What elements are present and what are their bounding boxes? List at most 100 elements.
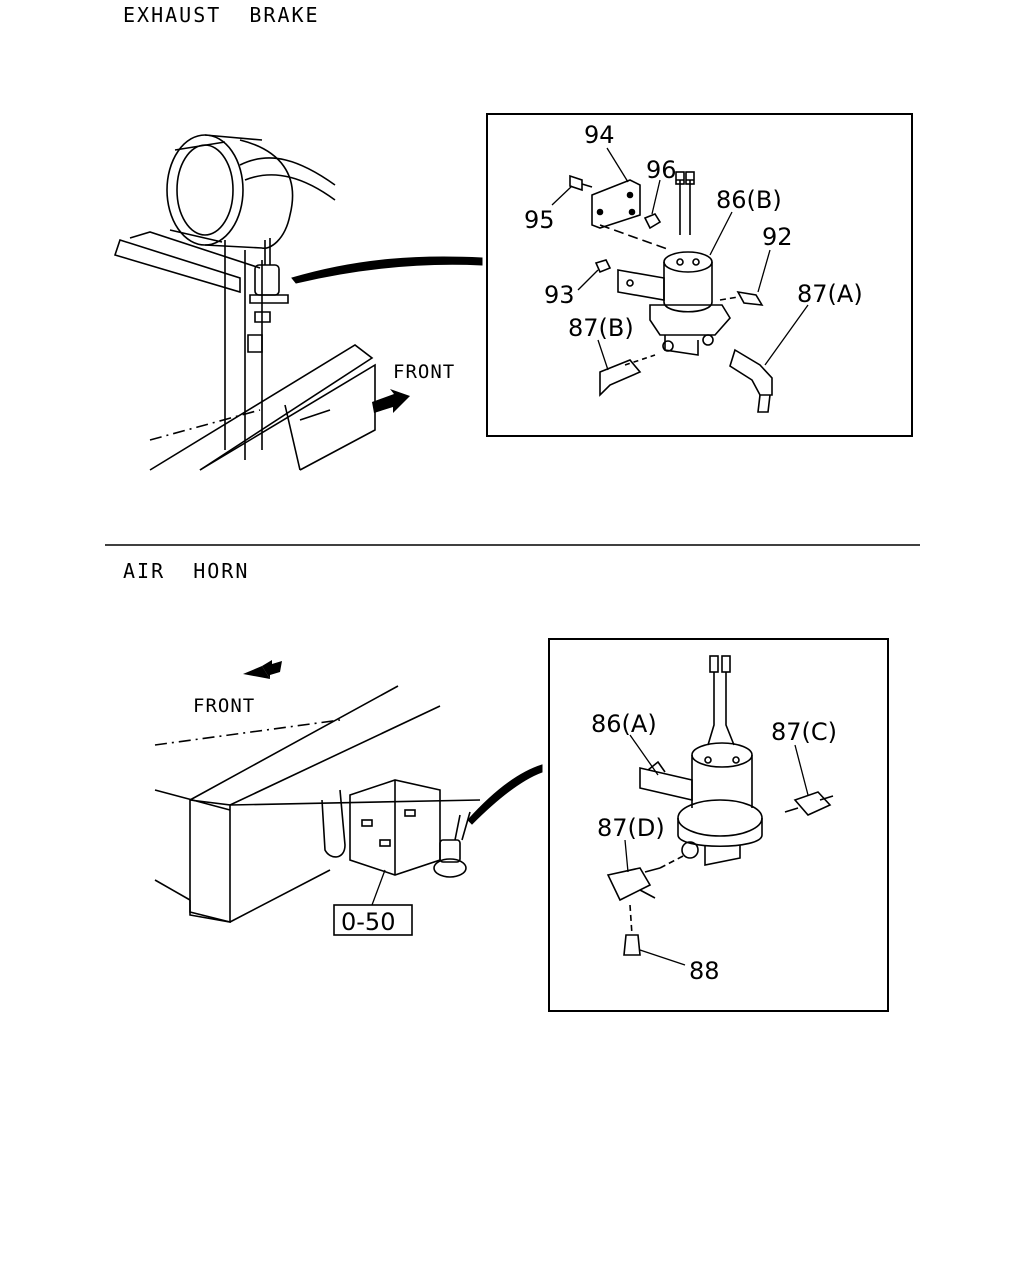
air-horn-callouts: 86(A) 87(C) 87(D) 88	[591, 710, 837, 985]
valve-body-lower	[677, 818, 763, 847]
vertical-bracket	[224, 240, 263, 460]
cross-member	[113, 238, 241, 294]
mount-hole	[626, 279, 634, 287]
bolt-92	[736, 290, 764, 306]
nut-93	[594, 259, 612, 274]
elbow-87b	[599, 359, 642, 397]
valve-port-hole	[662, 340, 674, 352]
front-label-air-horn: FRONT	[193, 695, 255, 717]
bracket-hole	[626, 191, 634, 199]
frame-rail-top	[149, 344, 374, 471]
wire-terminal	[675, 171, 685, 185]
bracket-hole	[596, 208, 604, 216]
callout-87a: 87(A)	[797, 280, 863, 308]
beam-side	[154, 789, 231, 901]
assembly-line	[599, 224, 671, 251]
bolt-95-shank	[581, 183, 593, 188]
pipe-loop	[239, 157, 336, 201]
bracket-slot	[379, 839, 391, 847]
wire-terminal	[685, 171, 695, 185]
front-arrow-exhaust-icon	[372, 389, 410, 413]
tank-body-lines	[204, 134, 263, 249]
reference-label: 0-50	[341, 908, 395, 936]
callout-88: 88	[689, 957, 720, 985]
section-title-air-horn: AIR HORN	[123, 559, 249, 583]
callout-86b: 86(B)	[716, 186, 782, 214]
horn-pipe	[321, 789, 346, 858]
valve-port-hole	[702, 334, 714, 346]
bracket-hole	[628, 208, 636, 216]
tee-87d-barbs	[639, 867, 661, 899]
callout-86a: 86(A)	[591, 710, 657, 738]
beam-bottom	[189, 900, 231, 923]
reference-leader	[371, 869, 386, 906]
exhaust-callout-leaders	[551, 147, 809, 371]
overview-fittings	[247, 311, 271, 353]
valve-port	[664, 335, 699, 356]
valve-base	[649, 304, 731, 336]
tank-end	[166, 134, 244, 246]
plug-88-line	[629, 904, 633, 936]
air-horn-callout-leaders	[624, 734, 809, 966]
bracket-slot	[361, 819, 373, 827]
tee-87c-barbs	[784, 795, 834, 813]
solenoid-terminal	[704, 756, 712, 764]
air-horn-detail	[606, 655, 834, 956]
plug-88	[623, 934, 641, 956]
callout-87b: 87(B)	[568, 314, 634, 342]
callout-94: 94	[584, 121, 615, 149]
tee-87d	[606, 867, 652, 902]
callout-92: 92	[762, 223, 793, 251]
front-indicator-air-horn: FRONT	[193, 660, 282, 717]
horn-valve-small	[439, 839, 461, 863]
beam-end	[189, 799, 231, 923]
tee-87d-line	[659, 854, 686, 869]
exhaust-brake-detail	[569, 171, 773, 413]
tank-inner-ring	[176, 144, 234, 236]
callout-87d: 87(D)	[597, 814, 665, 842]
valve-port-ring	[681, 841, 699, 859]
front-indicator-exhaust: FRONT	[372, 361, 455, 413]
elbow-87a	[729, 348, 773, 396]
detail-leader-exhaust	[291, 256, 483, 284]
bolt-95	[569, 174, 583, 192]
mount-bracket-86a	[639, 766, 693, 802]
nut-96	[643, 213, 662, 230]
solenoid-terminal	[692, 258, 700, 266]
front-arrow-air-horn-icon	[262, 660, 282, 679]
overview-valve-body	[254, 264, 280, 296]
elbow-87a-barb	[757, 394, 771, 413]
callout-96: 96	[646, 156, 677, 184]
beam-top-front	[229, 799, 481, 806]
wire-terminal	[721, 655, 731, 673]
detail-box-air-horn	[548, 638, 889, 1012]
horn-valve-wires-detail	[707, 672, 735, 746]
reference-box	[333, 904, 413, 936]
solenoid-86b-bottom	[663, 301, 713, 313]
horn-valve-base-small	[433, 858, 467, 878]
frame-centerline	[149, 409, 261, 441]
frame-rail-detail	[284, 404, 331, 471]
valve-wires	[676, 179, 694, 235]
beam-top-edges	[189, 685, 441, 806]
overview-valve-wires	[264, 238, 271, 265]
solenoid-terminal	[732, 756, 740, 764]
solenoid-terminal	[676, 258, 684, 266]
tank-band	[169, 141, 226, 243]
air-horn-overview	[154, 685, 481, 923]
section-title-exhaust-brake: EXHAUST BRAKE	[123, 3, 320, 27]
solenoid-86b-sides	[663, 262, 713, 302]
solenoid-86b-top	[663, 251, 713, 273]
callout-93: 93	[544, 281, 575, 309]
detail-leader-air-horn	[467, 764, 543, 825]
front-label-exhaust: FRONT	[393, 361, 455, 383]
cross-member-top	[129, 231, 261, 269]
bolt-92-line	[719, 296, 739, 301]
beam-centerline	[154, 719, 341, 746]
valve-body-base	[677, 799, 763, 837]
exhaust-brake-overview	[113, 134, 376, 471]
beam-bottom-edge	[229, 869, 331, 923]
wire-terminal	[709, 655, 719, 673]
bracket-slot	[404, 809, 416, 817]
